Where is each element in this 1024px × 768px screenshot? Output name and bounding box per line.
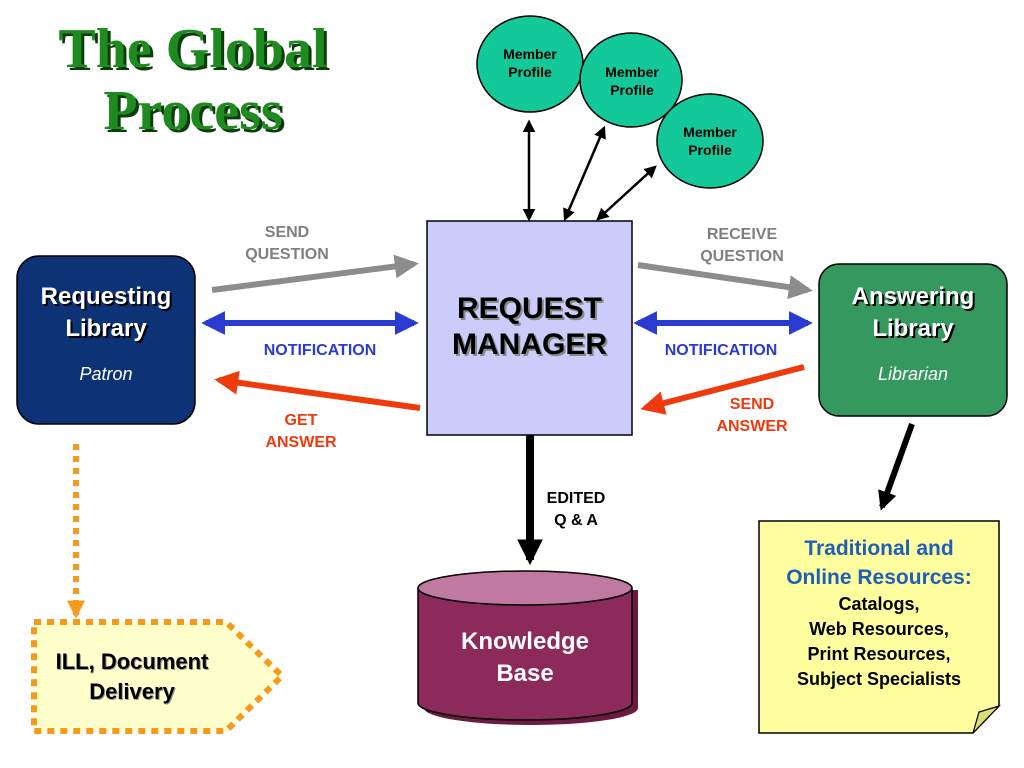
- request-manager-node: [426, 220, 633, 436]
- resources-arrow: [878, 422, 915, 511]
- answering-library-role: Librarian: [877, 364, 949, 384]
- resources-note-node: [758, 520, 1002, 734]
- send-question-label: SEND QUESTION: [245, 224, 329, 263]
- title-line-1: The Global: [58, 18, 328, 80]
- resources-item: Subject Specialists: [796, 669, 962, 689]
- answering-library-label: Answering Library Librarian: [819, 281, 1007, 385]
- resources-label: Traditional and Online Resources: Catalo…: [759, 534, 999, 692]
- resources-heading-line-1: Traditional and: [804, 537, 954, 560]
- knowledge-base-label: Knowledge Base: [460, 628, 589, 687]
- request-manager-label: REQUEST MANAGER: [452, 292, 607, 361]
- member-profile-2-node: [579, 32, 683, 128]
- requesting-library-role: Patron: [79, 364, 133, 384]
- requesting-library-label: Requesting Library Patron: [17, 281, 195, 385]
- ill-document-delivery-node: [31, 619, 287, 734]
- member-profile-2-arrow: [563, 125, 606, 222]
- get-answer-arrow: [214, 370, 421, 411]
- receive-question-arrow: [637, 262, 813, 300]
- page-title: The Global Process: [28, 18, 358, 142]
- knowledge-base-node: [417, 570, 638, 725]
- send-answer-arrow: [640, 364, 805, 415]
- member-profile-1-label: Member Profile: [503, 46, 557, 80]
- notification-left-label: NOTIFICATION: [263, 342, 377, 359]
- receive-question-label: RECEIVE QUESTION: [700, 226, 784, 265]
- resources-heading-line-2: Online Resources:: [786, 566, 972, 589]
- ill-document-delivery-label: ILL, Document Delivery: [55, 649, 209, 704]
- member-profile-3-node: [656, 93, 764, 189]
- resources-item: Catalogs,: [838, 594, 920, 614]
- resources-item: Print Resources,: [807, 644, 951, 664]
- requesting-library-node: [16, 255, 196, 425]
- send-question-arrow: [211, 254, 419, 293]
- member-profile-3-label: Member Profile: [683, 124, 737, 158]
- get-answer-label: GET ANSWER: [265, 412, 337, 451]
- resources-item: Web Resources,: [809, 619, 949, 639]
- edited-qa-label: EDITED Q & A: [546, 490, 606, 529]
- member-profile-2-label: Member Profile: [605, 64, 659, 98]
- notification-right-label: NOTIFICATION: [664, 342, 778, 359]
- send-answer-label: SEND ANSWER: [716, 396, 788, 435]
- answering-library-node: [818, 263, 1008, 417]
- member-profile-3-arrow: [596, 165, 657, 221]
- title-line-2: Process: [103, 80, 283, 142]
